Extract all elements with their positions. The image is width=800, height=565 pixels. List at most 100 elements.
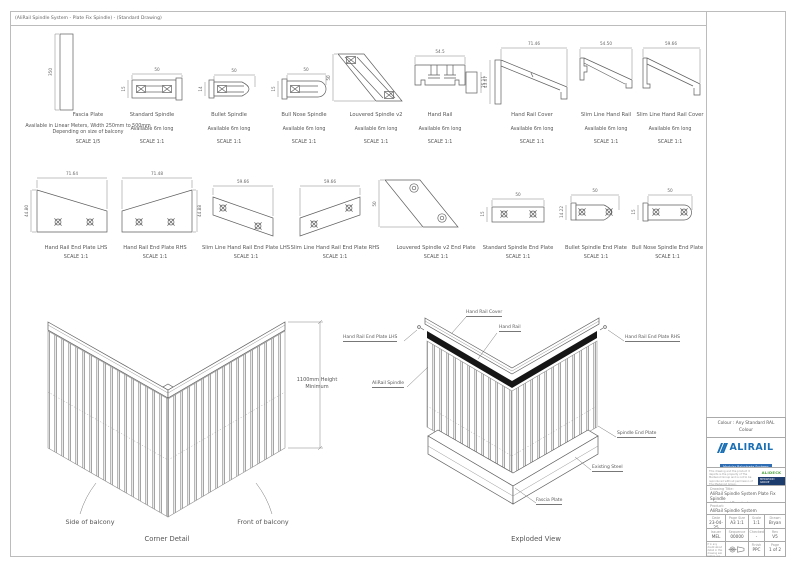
end-plate-label-standard: Standard Spindle End Plate SCALE 1:1: [482, 245, 554, 260]
end-plate-label-bullet: Bullet Spindle End Plate SCALE 1:1: [565, 245, 627, 260]
svg-text:25.11: 25.11: [481, 76, 486, 88]
colour-note: Colour : Any Standard RAL Colour: [707, 418, 785, 438]
component-label-slim-line-hand-rail-cover: Slim Line Hand Rail Cover Available 6m l…: [636, 112, 704, 145]
component-label-slim-line-hand-rail: Slim Line Hand Rail Available 6m long SC…: [580, 112, 632, 145]
copyright-text: This drawing and the product it depicts …: [709, 469, 753, 486]
end-plate-label-bull-nose: Bull Nose Spindle End Plate SCALE 1:1: [631, 245, 704, 260]
bull-nose-spindle-end-plate-drawing: 50 15: [631, 188, 693, 222]
slim-line-hand-rail-drawing: 54.50: [579, 41, 633, 89]
height-dimension-label: 1100mm Height Minimum: [296, 377, 338, 390]
standard-spindle-end-plate-drawing: 50 15: [480, 192, 545, 223]
product-name: AliRail Spindle System: [710, 508, 757, 513]
exploded-view-caption: Exploded View: [511, 535, 561, 543]
component-label-bullet-spindle: Bullet Spindle Available 6m long SCALE 1…: [207, 112, 251, 145]
standard-spindle-drawing: 50 15: [121, 67, 183, 101]
end-plate-label-hr-lhs: Hand Rail End Plate LHS SCALE 1:1: [44, 245, 108, 260]
side-of-balcony-label: Side of balcony: [65, 518, 115, 526]
field-scale: Scale 1:1: [749, 515, 765, 529]
svg-text:50: 50: [667, 188, 673, 193]
svg-text:59.66: 59.66: [324, 179, 336, 184]
svg-text:15: 15: [480, 211, 485, 217]
front-of-balcony-label: Front of balcony: [237, 518, 289, 526]
brand-tagline: Modular Balustrade Systems: [720, 464, 772, 467]
svg-text:44.80: 44.80: [24, 205, 29, 217]
exploded-label-end-plate-lhs: Hand Rail End Plate LHS: [343, 335, 398, 343]
svg-text:15: 15: [121, 86, 126, 92]
svg-text:50: 50: [326, 75, 331, 81]
end-plate-label-louvered: Louvered Spindle v2 End Plate SCALE 1:1: [396, 245, 476, 260]
component-label-bull-nose-spindle: Bull Nose Spindle Available 6m long SCAL…: [281, 112, 327, 145]
svg-text:350: 350: [48, 68, 53, 76]
alideck-logo: ALIDECK: [761, 470, 782, 475]
end-plate-label-sl-lhs: Slim Line Hand Rail End Plate LHS SCALE …: [201, 245, 291, 260]
component-label-fascia-plate: Fascia Plate Available in Linear Meters,…: [25, 112, 151, 145]
svg-text:15: 15: [271, 86, 276, 92]
drawing-title: AliRail Spindle System Plate Fix Spindle: [710, 491, 776, 501]
title-block-grid: Date 23-04-25 Page Size A3 1:1 Scale 1:1…: [707, 515, 785, 557]
field-date: Date 23-04-25: [707, 515, 726, 529]
drawing-title-section: Drawing Title: AliRail Spindle System Pl…: [707, 486, 785, 503]
field-issuer: Issuer MEL: [707, 529, 726, 542]
hand-rail-cover-drawing: 71.46 43.67: [483, 41, 568, 105]
svg-text:71.46: 71.46: [528, 41, 540, 46]
slim-line-hand-rail-cover-drawing: 59.66: [642, 41, 701, 96]
component-label-louvered-spindle: Louvered Spindle v2 Available 6m long SC…: [349, 112, 403, 145]
component-label-hand-rail: Hand Rail Available 6m long SCALE 1:1: [418, 112, 462, 145]
svg-text:15: 15: [631, 209, 636, 215]
hand-rail-end-plate-rhs-drawing: 71.48 44.88: [121, 171, 202, 233]
field-sequence: Sequence 00000: [726, 529, 749, 542]
fascia-plate-drawing: 350: [48, 33, 74, 111]
exploded-label-fascia-plate: Fascia Plate: [536, 498, 563, 506]
svg-text:71.64: 71.64: [66, 171, 78, 176]
svg-text:50: 50: [154, 67, 160, 72]
product-section: Product: AliRail Spindle System: [707, 503, 785, 515]
end-plate-label-sl-rhs: Slim Line Hand Rail End Plate RHS SCALE …: [290, 245, 380, 260]
drawing-subtitle: - (Standard Drawing): [710, 501, 749, 503]
slim-line-end-plate-rhs-drawing: 59.66: [299, 179, 361, 237]
title-block: Colour : Any Standard RAL Colour ALIRAIL…: [706, 417, 786, 557]
louvered-end-plate-drawing: 50: [372, 179, 459, 228]
svg-text:54.5: 54.5: [435, 49, 445, 54]
corner-detail-view: [47, 319, 323, 518]
exploded-view: [403, 316, 625, 505]
exploded-label-spindle-end-plate: Spindle End Plate: [617, 431, 657, 439]
svg-text:43.67: 43.67: [483, 76, 488, 88]
svg-text:44.88: 44.88: [197, 205, 202, 217]
hand-rail-drawing: 54.5 25.11: [414, 49, 486, 94]
field-rev: Rev V5: [765, 529, 785, 542]
louvered-spindle-drawing: 50: [326, 53, 403, 102]
brand-wordmark: ALIRAIL: [729, 442, 774, 453]
corner-detail-caption: Corner Detail: [144, 535, 190, 543]
svg-text:59.66: 59.66: [237, 179, 249, 184]
bullet-spindle-end-plate-drawing: 50 14.22: [559, 188, 620, 221]
third-angle-projection-icon: [726, 542, 749, 557]
bull-nose-spindle-drawing: 50 15: [271, 67, 327, 100]
copyright-and-certs: This drawing and the product it depicts …: [707, 468, 785, 486]
exploded-label-spindle: AliRail Spindle: [372, 381, 404, 389]
field-checked: Checked -: [749, 529, 765, 542]
hand-rail-end-plate-lhs-drawing: 71.64 44.80: [24, 171, 108, 233]
component-label-standard-spindle: Standard Spindle Available 6m long SCALE…: [129, 112, 175, 145]
field-page-size: Page Size A3 1:1: [726, 515, 749, 529]
right-column: [706, 11, 786, 557]
field-finish: Finish PPC: [749, 542, 765, 557]
brand-logo: ALIRAIL Modular Balustrade Systems: [707, 438, 785, 468]
medwood-group-badge: MEDWOOD GROUP: [758, 476, 785, 485]
end-plate-label-hr-rhs: Hand Rail End Plate RHS SCALE 1:1: [123, 245, 187, 260]
svg-text:71.48: 71.48: [151, 171, 163, 176]
svg-text:50: 50: [303, 67, 309, 72]
svg-text:54.50: 54.50: [600, 41, 612, 46]
exploded-label-end-plate-rhs: Hand Rail End Plate RHS: [625, 335, 681, 343]
svg-text:14.22: 14.22: [559, 206, 564, 218]
svg-text:50: 50: [231, 68, 237, 73]
exploded-label-existing-steel: Existing Steel: [592, 465, 623, 473]
field-drawn: Drawn Bryan: [765, 515, 785, 529]
svg-text:14: 14: [198, 86, 203, 92]
disclaimer-note: If in any doubt about detail in this dra…: [707, 542, 726, 557]
exploded-label-hand-rail: Hand Rail: [499, 325, 521, 333]
svg-text:50: 50: [515, 192, 521, 197]
sheet-title-bar: (AliRail Spindle System - Plate Fix Spin…: [10, 11, 707, 26]
component-label-hand-rail-cover: Hand Rail Cover Available 6m long SCALE …: [510, 112, 554, 145]
